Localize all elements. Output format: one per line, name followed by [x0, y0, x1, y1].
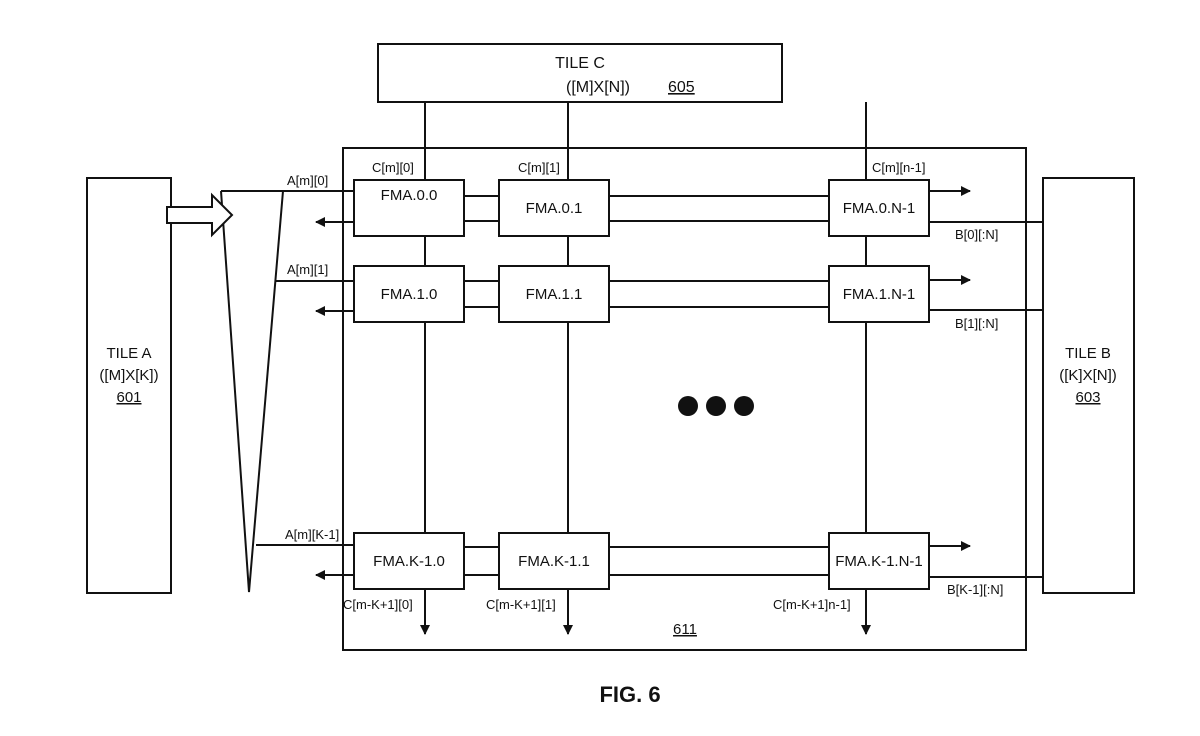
tile-a-box [86, 177, 172, 594]
tile-c-box [377, 43, 783, 103]
c-input-label-1: C[m][1] [518, 160, 560, 175]
tile-b-dims: ([K]X[N]) [1059, 367, 1117, 384]
tile-b-box [1042, 177, 1135, 594]
fma-label-1-1: FMA.1.1 [526, 286, 583, 303]
fma-box-2-2 [828, 532, 930, 590]
fma-array-ref: 611 [673, 621, 697, 638]
fma-label-1-2: FMA.1.N-1 [843, 286, 916, 303]
c-input-label-0: C[m][0] [372, 160, 414, 175]
fma-box-0-0 [353, 179, 465, 237]
a-fanout-line [220, 190, 285, 593]
tile-b-title: TILE B [1065, 345, 1111, 362]
a-input-label-0: A[m][0] [287, 173, 328, 188]
tile-a-block-arrow [166, 192, 234, 238]
a-input-label-2: A[m][K-1] [285, 527, 339, 542]
tile-a-ref: 601 [116, 389, 141, 406]
b-input-label-1: B[1][:N] [955, 316, 998, 331]
ellipsis-dot-1 [678, 396, 698, 416]
c-input-label-2: C[m][n-1] [872, 160, 925, 175]
b-input-label-0: B[0][:N] [955, 227, 998, 242]
fma-label-0-1: FMA.0.1 [526, 200, 583, 217]
figure-label: FIG. 6 [599, 682, 660, 707]
fma-box-2-1 [498, 532, 610, 590]
fma-box-2-0 [353, 532, 465, 590]
tile-a-dims: ([M]X[K]) [99, 367, 158, 384]
fma-array-box [342, 147, 1027, 651]
ellipsis-dot-2 [706, 396, 726, 416]
fma-label-1-0: FMA.1.0 [381, 286, 438, 303]
fma-box-1-1 [498, 265, 610, 323]
tile-c-dims: ([M]X[N]) [566, 79, 630, 96]
fma-box-0-2 [828, 179, 930, 237]
fma-label-2-1: FMA.K-1.1 [518, 553, 590, 570]
fma-label-2-0: FMA.K-1.0 [373, 553, 445, 570]
a-input-label-1: A[m][1] [287, 262, 328, 277]
c-output-label-1: C[m-K+1][1] [486, 597, 556, 612]
fma-box-1-0 [353, 265, 465, 323]
c-output-label-2: C[m-K+1]n-1] [773, 597, 851, 612]
fma-label-0-0: FMA.0.0 [381, 187, 438, 204]
fma-box-1-2 [828, 265, 930, 323]
tile-a-title: TILE A [106, 345, 151, 362]
ellipsis-dot-3 [734, 396, 754, 416]
fma-label-2-2: FMA.K-1.N-1 [835, 553, 923, 570]
fma-box-0-1 [498, 179, 610, 237]
c-output-label-0: C[m-K+1][0] [343, 597, 413, 612]
tile-c-ref: 605 [668, 79, 695, 96]
fma-label-0-2: FMA.0.N-1 [843, 200, 916, 217]
b-input-label-2: B[K-1][:N] [947, 582, 1003, 597]
tile-c-title: TILE C [555, 55, 605, 72]
tile-b-ref: 603 [1075, 389, 1100, 406]
